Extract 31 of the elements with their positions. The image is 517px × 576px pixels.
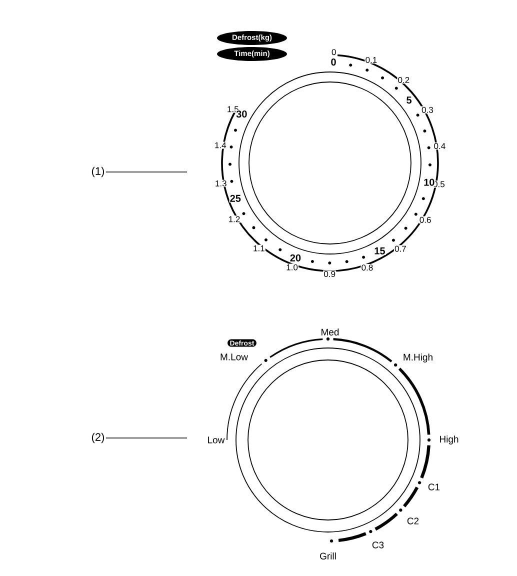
scale-label: 1.2 [228,216,241,223]
scale-label: 30 [236,110,248,118]
callout-number: (2) [92,432,104,444]
scale-label: 0.7 [394,245,407,252]
scale-label: 20 [289,254,302,262]
callout-number: (1) [92,166,104,178]
scale-label: 0.6 [418,216,432,224]
scale-label: 25 [229,194,242,203]
scale-label: 0.1 [364,56,378,64]
scale-label: 1.4 [214,142,227,149]
scale-label: 5 [406,96,412,104]
scale-label: 0 [330,48,337,56]
scale-label: C1 [427,483,441,491]
scale-label: 15 [374,246,386,255]
scale-label: 0.4 [433,142,446,150]
scale-label: 0 [330,58,337,66]
scale-label: Low [206,436,226,444]
scale-label: 1.0 [286,264,299,271]
scale-label: Med [320,328,340,336]
scale-label: 0.2 [397,76,410,84]
scale-label: 0.8 [360,264,374,272]
scale-label: C3 [371,541,385,549]
scale-label: C2 [406,517,420,525]
scale-label: 10 [422,178,436,186]
scale-label: M.Low [219,353,249,361]
scale-label: High [438,434,460,446]
scale-label: 1.3 [214,180,228,188]
scale-label: 0.3 [420,106,434,114]
scale-label: Grill [318,552,338,560]
scale-label: M.High [402,352,434,364]
scale-label: 1.1 [252,244,266,252]
